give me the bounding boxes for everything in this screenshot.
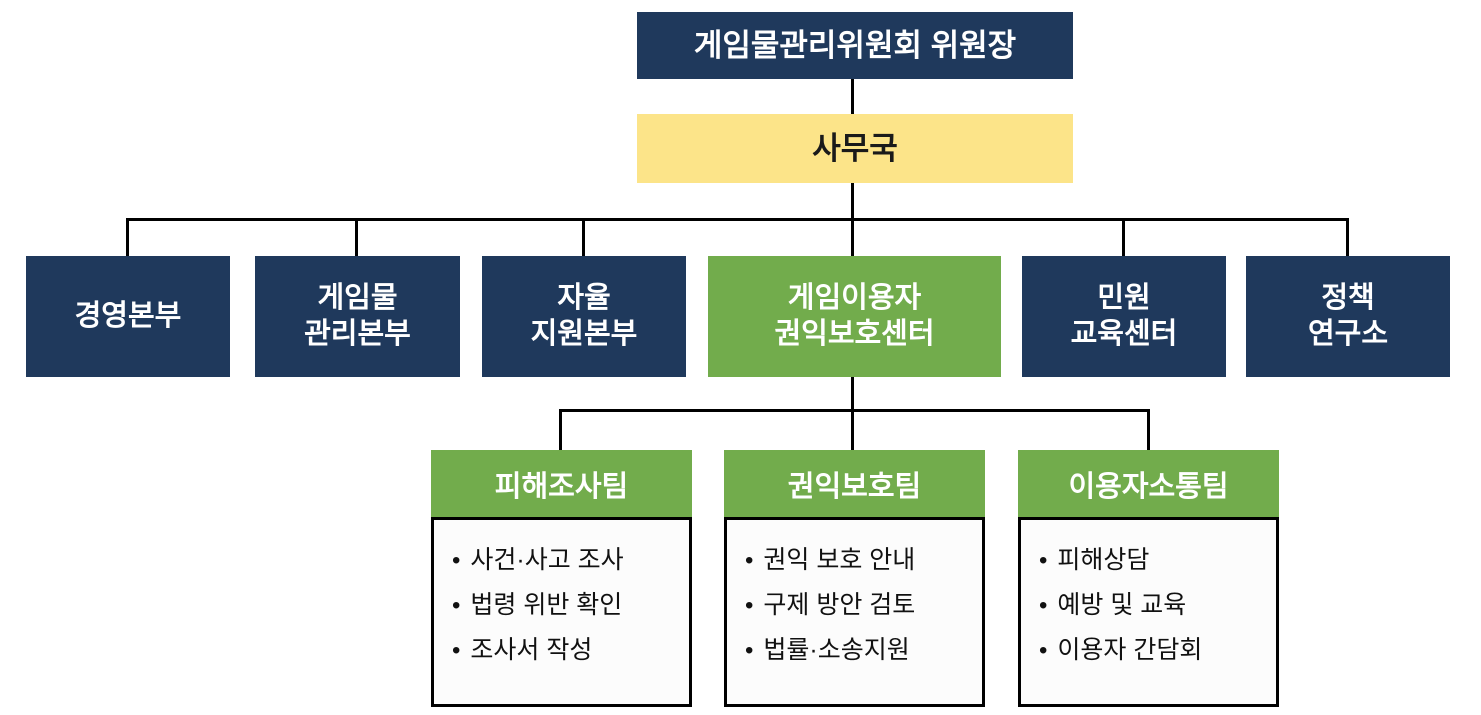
bullet-icon: • (745, 592, 754, 619)
secretariat-box: 사무국 (637, 114, 1073, 183)
connector-drop-dept-4 (851, 218, 854, 256)
team-damage-investigation: 피해조사팀 • 사건·사고 조사 • 법령 위반 확인 • 조사서 작성 (431, 450, 692, 707)
list-item-label: 권익 보호 안내 (763, 546, 916, 574)
list-item: • 이용자 간담회 (1039, 635, 1262, 666)
list-item-label: 조사서 작성 (470, 636, 593, 664)
dept-label-line: 연구소 (1307, 317, 1389, 350)
dept-label-line: 정책 (1321, 282, 1375, 315)
dept-label-line: 민원 (1097, 282, 1151, 315)
bullet-icon: • (1039, 547, 1048, 574)
bullet-icon: • (1039, 637, 1048, 664)
dept-box-self-regulation-support: 자율 지원본부 (482, 256, 686, 377)
connector-drop-dept-5 (1122, 218, 1125, 256)
connector-drop-team-2 (851, 409, 854, 450)
dept-box-policy-research: 정책 연구소 (1246, 256, 1450, 377)
connector-center-team-bus (851, 377, 854, 411)
secretariat-label: 사무국 (812, 130, 898, 166)
list-item-label: 구제 방안 검토 (763, 591, 916, 619)
list-item: • 권익 보호 안내 (745, 545, 968, 576)
list-item-label: 사건·사고 조사 (470, 546, 624, 574)
department-bus-line (126, 218, 1349, 221)
dept-label-line: 권익보호센터 (774, 317, 935, 350)
list-item: • 피해상담 (1039, 545, 1262, 576)
bullet-icon: • (452, 592, 461, 619)
chairman-box: 게임물관리위원회 위원장 (637, 12, 1073, 79)
team-header: 이용자소통팀 (1018, 450, 1279, 517)
team-name: 이용자소통팀 (1068, 470, 1229, 503)
list-item-label: 이용자 간담회 (1057, 636, 1203, 664)
team-rights-protection: 권익보호팀 • 권익 보호 안내 • 구제 방안 검토 • 법률·소송지원 (724, 450, 985, 707)
list-item-label: 법령 위반 확인 (470, 591, 623, 619)
team-name: 피해조사팀 (494, 470, 629, 503)
list-item: • 조사서 작성 (452, 635, 675, 666)
dept-label-line: 경영본부 (74, 299, 182, 332)
list-item: • 법령 위반 확인 (452, 590, 675, 621)
dept-box-civil-complaints-education: 민원 교육센터 (1022, 256, 1226, 377)
dept-label-line: 교육센터 (1070, 317, 1178, 350)
list-item-label: 피해상담 (1057, 546, 1150, 574)
list-item: • 구제 방안 검토 (745, 590, 968, 621)
bullet-icon: • (452, 637, 461, 664)
connector-drop-dept-1 (126, 218, 129, 256)
connector-drop-team-3 (1147, 409, 1150, 450)
team-task-list: • 사건·사고 조사 • 법령 위반 확인 • 조사서 작성 (431, 517, 692, 707)
team-header: 권익보호팀 (724, 450, 985, 517)
chairman-label: 게임물관리위원회 위원장 (693, 27, 1017, 63)
team-task-list: • 권익 보호 안내 • 구제 방안 검토 • 법률·소송지원 (724, 517, 985, 707)
team-bus-line (559, 409, 1150, 412)
dept-box-gamer-rights-center: 게임이용자 권익보호센터 (708, 256, 1001, 377)
team-task-list: • 피해상담 • 예방 및 교육 • 이용자 간담회 (1018, 517, 1279, 707)
connector-drop-dept-6 (1346, 218, 1349, 256)
dept-label-line: 관리본부 (304, 317, 411, 350)
list-item: • 예방 및 교육 (1039, 590, 1262, 621)
connector-chairman-secretariat (851, 79, 854, 114)
bullet-icon: • (452, 547, 461, 574)
list-item-label: 법률·소송지원 (763, 636, 910, 664)
connector-drop-dept-2 (355, 218, 358, 256)
connector-drop-team-1 (559, 409, 562, 450)
bullet-icon: • (745, 637, 754, 664)
team-user-communication: 이용자소통팀 • 피해상담 • 예방 및 교육 • 이용자 간담회 (1018, 450, 1279, 707)
dept-label-line: 게임이용자 (787, 282, 922, 315)
connector-secretariat-bus (851, 183, 854, 220)
list-item: • 법률·소송지원 (745, 635, 968, 666)
bullet-icon: • (1039, 592, 1048, 619)
dept-label-line: 게임물 (317, 282, 398, 315)
dept-label-line: 지원본부 (530, 317, 638, 350)
list-item: • 사건·사고 조사 (452, 545, 675, 576)
dept-label-line: 자율 (557, 282, 611, 315)
team-name: 권익보호팀 (787, 470, 922, 503)
dept-box-game-management: 게임물 관리본부 (255, 256, 460, 377)
bullet-icon: • (745, 547, 754, 574)
list-item-label: 예방 및 교육 (1057, 591, 1187, 619)
connector-drop-dept-3 (582, 218, 585, 256)
dept-box-management: 경영본부 (26, 256, 230, 377)
team-header: 피해조사팀 (431, 450, 692, 517)
